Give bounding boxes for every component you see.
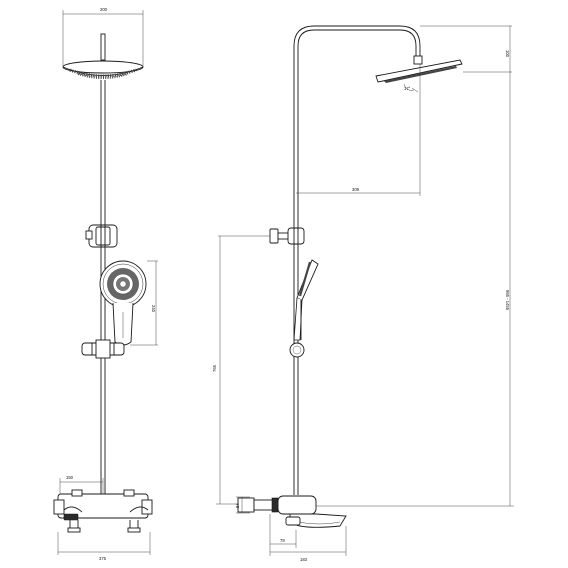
- head-diameter-label: 200: [100, 7, 108, 12]
- svg-text:17°: 17°: [404, 86, 411, 91]
- wall-bracket-side: [269, 227, 305, 245]
- handshower-height-dimension: 240: [130, 260, 158, 346]
- head-drop-label: 100: [505, 50, 510, 58]
- slider-holder-front: [81, 339, 125, 359]
- bar-height-dimension: 765: [212, 235, 270, 505]
- mixer-spacing-dimension: 150: [59, 475, 104, 494]
- wall-bracket-front: [85, 224, 118, 248]
- hand-shower-front: [99, 260, 147, 346]
- overhead-shower-head-side: 17°: [375, 59, 463, 96]
- mixer-width-dimension: 375: [57, 532, 151, 561]
- spout-projection-dimension: 183: [269, 526, 347, 562]
- head-diameter-dimension: 200: [62, 7, 144, 66]
- head-drop-dimension: 100: [420, 25, 512, 73]
- spout-projection-label: 183: [300, 557, 308, 562]
- shower-arm-side: [293, 25, 423, 495]
- side-view: 17° 100 955 - 1455 309: [212, 25, 514, 562]
- overhead-shower-head-front: [62, 33, 144, 79]
- mixer-spacing-label: 150: [66, 475, 74, 480]
- spout-height-dimension: 84: [235, 496, 250, 514]
- total-height-label: 955 - 1455: [505, 290, 510, 311]
- thermostatic-mixer-front: [53, 489, 153, 533]
- handshower-height-label: 240: [151, 305, 156, 313]
- arm-reach-dimension: 309: [296, 96, 421, 196]
- spout-height-label: 84: [235, 503, 240, 508]
- thermostatic-mixer-side: [237, 495, 347, 528]
- arm-reach-label: 309: [352, 187, 360, 192]
- front-view: 200: [53, 7, 158, 561]
- mixer-width-label: 375: [99, 556, 107, 561]
- bar-height-label: 765: [212, 364, 217, 372]
- hand-shower-side: [289, 259, 319, 358]
- outlet-offset-label: 79: [280, 538, 285, 543]
- total-height-dimension: 955 - 1455: [316, 72, 514, 507]
- outlet-offset-dimension: 79: [269, 514, 297, 548]
